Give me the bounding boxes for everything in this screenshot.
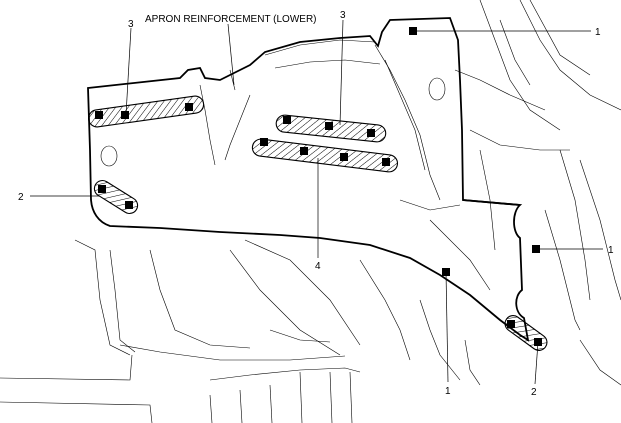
label-seam-middle: 4 — [315, 261, 321, 272]
label-seam-upper-center: 3 — [340, 10, 346, 21]
diagram-title: APRON REINFORCEMENT (LOWER) — [145, 14, 317, 25]
label-seam-upper-left: 3 — [128, 19, 134, 30]
label-weld-left: 2 — [18, 192, 24, 203]
label-spot-weld-bottom: 1 — [445, 386, 451, 397]
seam-bottom-right — [504, 315, 548, 351]
seam-left-small — [93, 179, 139, 215]
label-spot-weld-top-right: 1 — [595, 27, 601, 38]
label-spot-weld-right: 1 — [608, 245, 614, 256]
leader-lines — [30, 19, 603, 385]
seam-middle — [251, 138, 399, 173]
weld-seams — [88, 95, 548, 351]
panel-contours — [100, 39, 461, 211]
seam-upper-left — [88, 95, 205, 128]
reinforcement-outline — [87, 17, 530, 342]
label-weld-bottom-right: 2 — [531, 387, 537, 398]
right-edge-flange — [462, 199, 521, 206]
